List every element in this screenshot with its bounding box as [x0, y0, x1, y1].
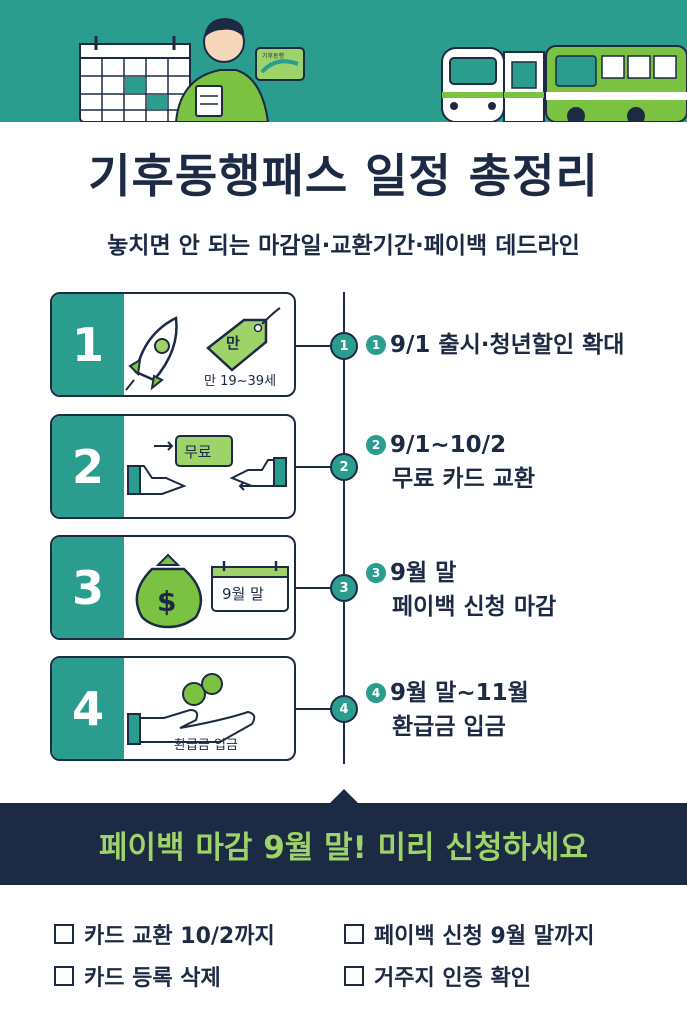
calendar-label: 9월 말	[222, 585, 264, 603]
timeline-node-3: 3	[330, 574, 358, 602]
step-line2: 무료 카드 교환	[392, 466, 535, 492]
calendar-icon	[211, 561, 289, 612]
step-line1: 9/1~10/2	[390, 432, 507, 458]
step-line2: 환급금 입금	[392, 714, 506, 740]
step-marker: 4	[366, 683, 386, 703]
checkbox-icon[interactable]	[54, 924, 74, 944]
timeline-node-4: 4	[330, 695, 358, 723]
step-number: 2	[52, 416, 124, 517]
checkbox-icon[interactable]	[54, 966, 74, 986]
subway-train-icon	[441, 47, 545, 122]
step-caption: 환급금 입금	[174, 738, 238, 753]
step-art: 무료	[124, 416, 294, 517]
climate-card-icon: 기후동행	[255, 47, 305, 81]
coins-hand-icon	[127, 673, 256, 745]
deadline-banner	[0, 803, 687, 885]
banner-text: 페이백 마감 9월 말! 미리 신청하세요	[99, 829, 588, 866]
timeline-node-1: 1	[330, 332, 358, 360]
card-exchange-icon	[127, 435, 287, 495]
step-number: 3	[52, 537, 124, 638]
checklist-label: 거주지 인증 확인	[374, 966, 531, 991]
banner-notch	[329, 789, 359, 804]
age-tag-icon	[206, 307, 281, 372]
checkbox-icon[interactable]	[344, 966, 364, 986]
step-art: 환급금 입금	[124, 658, 294, 759]
step-connector	[296, 708, 330, 710]
step-number: 1	[52, 294, 124, 395]
calendar-icon	[79, 36, 191, 122]
step-line2: 페이백 신청 마감	[392, 594, 557, 620]
timeline-node-2: 2	[330, 453, 358, 481]
checklist-item[interactable]: 카드 등록 삭제	[54, 960, 221, 992]
timeline-line	[343, 292, 345, 764]
page-subtitle: 놓치면 안 되는 마감일·교환기간·페이백 데드라인	[107, 233, 580, 259]
step-art: 만 만 19~39세	[124, 294, 294, 395]
step-card-3: 3 $ 9월 말	[50, 535, 296, 640]
rocket-icon	[125, 307, 281, 391]
money-bag-icon: $	[135, 553, 289, 629]
step-card-1: 1 만 만 19~39세	[50, 292, 296, 397]
checklist-label: 페이백 신청 9월 말까지	[374, 924, 595, 949]
hero-illustration: 기후동행	[0, 0, 687, 122]
step-line1: 9월 말~11월	[390, 680, 529, 706]
step-marker: 3	[366, 563, 386, 583]
checklist-item[interactable]: 거주지 인증 확인	[344, 960, 531, 992]
svg-text:$: $	[157, 585, 176, 618]
person-icon	[174, 18, 270, 122]
step-connector	[296, 587, 330, 589]
step-line1: 9/1 출시·청년할인 확대	[390, 332, 625, 358]
step-marker: 1	[366, 335, 386, 355]
step-connector	[296, 345, 330, 347]
step-card-2: 2 무료	[50, 414, 296, 519]
step-caption: 만 19~39세	[204, 374, 277, 389]
step-marker: 2	[366, 435, 386, 455]
checklist-item[interactable]: 카드 교환 10/2까지	[54, 918, 275, 950]
checklist-label: 카드 등록 삭제	[84, 966, 221, 991]
hero-card-text: 기후동행	[262, 52, 284, 60]
step-card-4: 4 환급금 입금	[50, 656, 296, 761]
checklist-item[interactable]: 페이백 신청 9월 말까지	[344, 918, 594, 950]
checklist-label: 카드 교환 10/2까지	[84, 924, 275, 949]
step-line1: 9월 말	[390, 560, 457, 586]
hero-scene: 기후동행	[79, 18, 687, 122]
free-card-label: 무료	[184, 443, 212, 461]
checkbox-icon[interactable]	[344, 924, 364, 944]
step-connector	[296, 466, 330, 468]
age-tag-label: 만	[226, 334, 240, 352]
step-number: 4	[52, 658, 124, 759]
page-title: 기후동행패스 일정 총정리	[88, 149, 599, 203]
bus-icon	[545, 45, 687, 122]
step-art: $ 9월 말	[124, 537, 294, 638]
